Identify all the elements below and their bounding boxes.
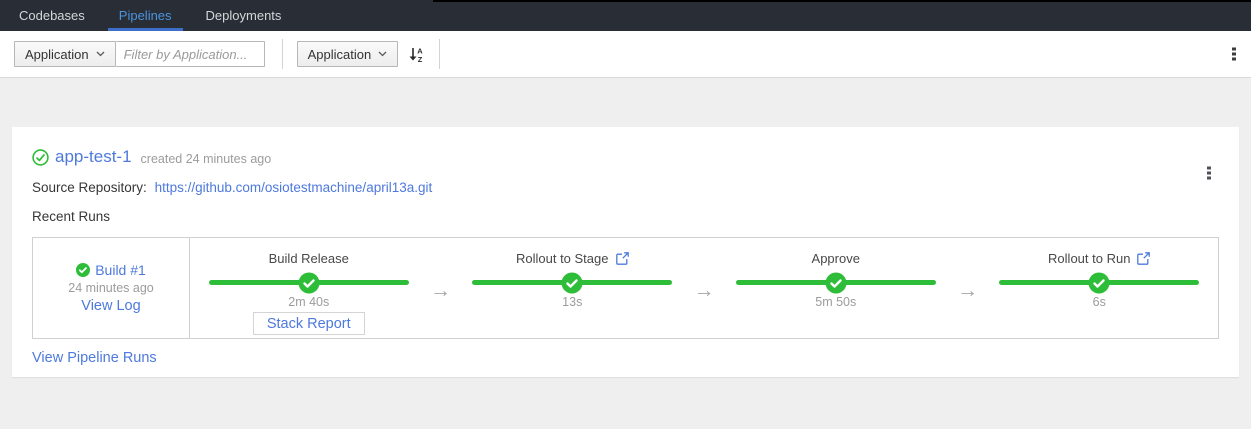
view-pipeline-runs-link[interactable]: View Pipeline Runs [32,350,157,366]
chevron-down-icon [378,51,387,57]
stage-name: Rollout to Stage [515,250,609,266]
arrow-right-icon: → [957,279,978,302]
stage-progress-bar [208,272,409,293]
source-repository-row: Source Repository: https://github.com/os… [32,180,1219,195]
stage-rollout-to-run: Rollout to Run [981,250,1219,338]
stage-success-icon [825,272,847,293]
arrow-right-icon: → [693,279,715,302]
svg-text:Z: Z [418,55,423,63]
stage-success-icon [298,272,320,293]
stack-report-button[interactable]: Stack Report [252,312,365,335]
build-success-icon [76,263,91,277]
external-link-icon[interactable] [615,251,629,265]
stage-duration: 5m 50s [815,295,857,309]
stage-duration: 13s [562,295,583,309]
chevron-down-icon [96,51,105,57]
source-repository-label: Source Repository: [32,180,147,195]
stage-progress-bar [999,272,1200,293]
build-time-ago: 24 minutes ago [68,281,154,295]
toolbar-divider [281,39,283,69]
stage-progress-bar [472,272,673,293]
card-kebab-menu-icon[interactable] [1205,165,1213,182]
source-repository-link[interactable]: https://github.com/osiotestmachine/april… [154,180,433,195]
app-name-link[interactable]: app-test-1 [55,147,132,166]
tab-pipelines[interactable]: Pipelines [102,0,189,31]
top-navbar: Codebases Pipelines Deployments [0,0,1251,31]
build-link[interactable]: Build #1 [76,262,146,278]
stage-name: Rollout to Run [1048,250,1131,266]
sort-by-dropdown[interactable]: Application [296,41,399,67]
pipeline-stages: Build Release 2m 40s Stack Report → [190,238,1218,338]
arrow-right-icon: → [430,279,451,302]
recent-runs-table: Build #1 24 minutes ago View Log Build R… [32,237,1219,339]
pipeline-card: app-test-1 created 24 minutes ago Source… [12,127,1239,377]
tab-codebases[interactable]: Codebases [19,8,85,23]
stage-progress-bar [735,272,936,293]
recent-runs-heading: Recent Runs [32,209,111,224]
stage-duration: 6s [1092,295,1106,309]
success-circle-check-icon [32,148,49,166]
stage-name: Build Release [268,250,349,266]
filter-input[interactable] [115,41,265,67]
filter-toolbar: Application Application A Z [0,31,1251,78]
page-content: app-test-1 created 24 minutes ago Source… [0,78,1251,429]
toolbar-kebab-menu-icon[interactable] [1230,46,1238,63]
view-log-link[interactable]: View Log [81,298,141,314]
stage-rollout-to-stage: Rollout to Stage [454,250,692,338]
filter-type-dropdown[interactable]: Application [14,41,116,67]
toolbar-divider [439,39,441,69]
build-label: Build #1 [95,262,146,278]
stage-name: Approve [811,250,860,266]
created-timestamp: created 24 minutes ago [140,151,272,166]
svg-text:A: A [418,46,424,55]
stage-success-icon [561,272,583,293]
external-link-icon[interactable] [1137,251,1151,265]
tab-deployments[interactable]: Deployments [205,8,282,23]
sort-alpha-asc-icon[interactable]: A Z [408,46,425,63]
filter-type-dropdown-label: Application [25,46,89,62]
top-border-strip [433,0,1251,2]
card-title-row: app-test-1 created 24 minutes ago [32,147,1219,167]
build-info-cell: Build #1 24 minutes ago View Log [33,238,190,338]
stage-duration: 2m 40s [288,295,330,309]
stage-success-icon [1088,272,1110,293]
sort-by-dropdown-label: Application [307,46,372,62]
stage-approve: Approve 5m 50s [717,250,955,338]
stage-build-release: Build Release 2m 40s Stack Report [190,250,428,338]
